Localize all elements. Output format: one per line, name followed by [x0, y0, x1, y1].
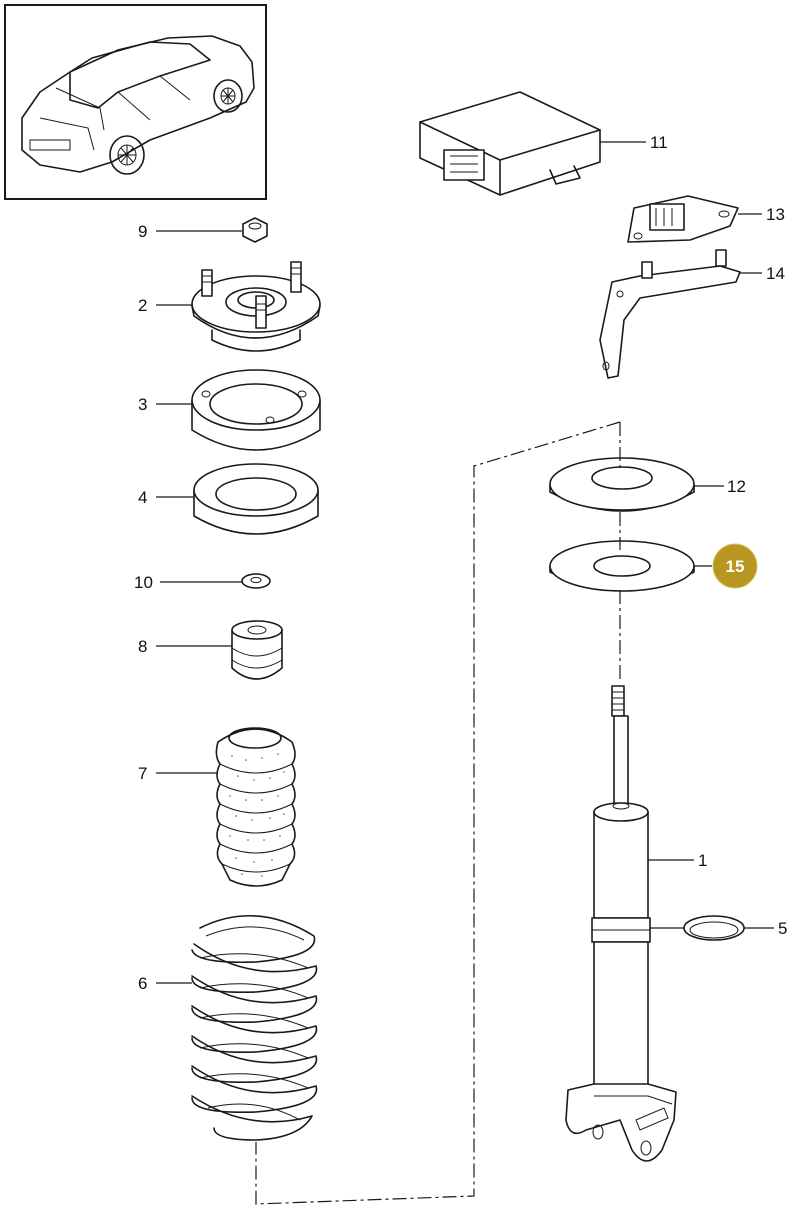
callout-15-badge[interactable]: 15	[712, 543, 758, 589]
callout-1: 1	[698, 851, 707, 870]
callout-13: 13	[766, 205, 785, 224]
part-4-ring[interactable]	[193, 463, 319, 535]
callout-7: 7	[138, 764, 147, 783]
part-8-bump-stop[interactable]	[231, 620, 283, 680]
callout-5: 5	[778, 919, 787, 938]
part-7-dust-boot[interactable]	[215, 727, 296, 887]
leader-lines	[156, 141, 774, 984]
part-5-retaining-ring[interactable]	[683, 915, 745, 941]
callout-4: 4	[138, 488, 147, 507]
callout-14: 14	[766, 264, 785, 283]
part-6-coil-spring[interactable]	[191, 914, 318, 1141]
callout-2: 2	[138, 296, 147, 315]
callout-6: 6	[138, 974, 147, 993]
part-9-nut[interactable]	[242, 217, 268, 243]
part-14-bracket[interactable]	[599, 249, 741, 379]
part-12-upper-plate[interactable]	[549, 457, 695, 512]
part-10-washer[interactable]	[241, 573, 271, 589]
part-1-shock-absorber[interactable]	[565, 685, 677, 1162]
part-2-strut-mount[interactable]	[191, 261, 321, 352]
assembly-center-lines	[255, 421, 621, 1205]
callout-15: 15	[726, 557, 745, 576]
part-3-spacer-ring[interactable]	[191, 369, 321, 451]
callout-8: 8	[138, 637, 147, 656]
vehicle-thumbnail	[4, 4, 267, 200]
part-13-sensor[interactable]	[627, 195, 739, 243]
part-11-control-unit[interactable]	[419, 91, 601, 196]
callout-11: 11	[650, 133, 668, 152]
callout-labels: 9 2 3 4 10 8 7 6 11 13 14 12 1 5	[134, 133, 787, 993]
callout-3: 3	[138, 395, 147, 414]
callout-9: 9	[138, 222, 147, 241]
callout-10: 10	[134, 573, 153, 592]
part-15-lower-plate[interactable]	[549, 540, 695, 592]
callout-12: 12	[727, 477, 746, 496]
